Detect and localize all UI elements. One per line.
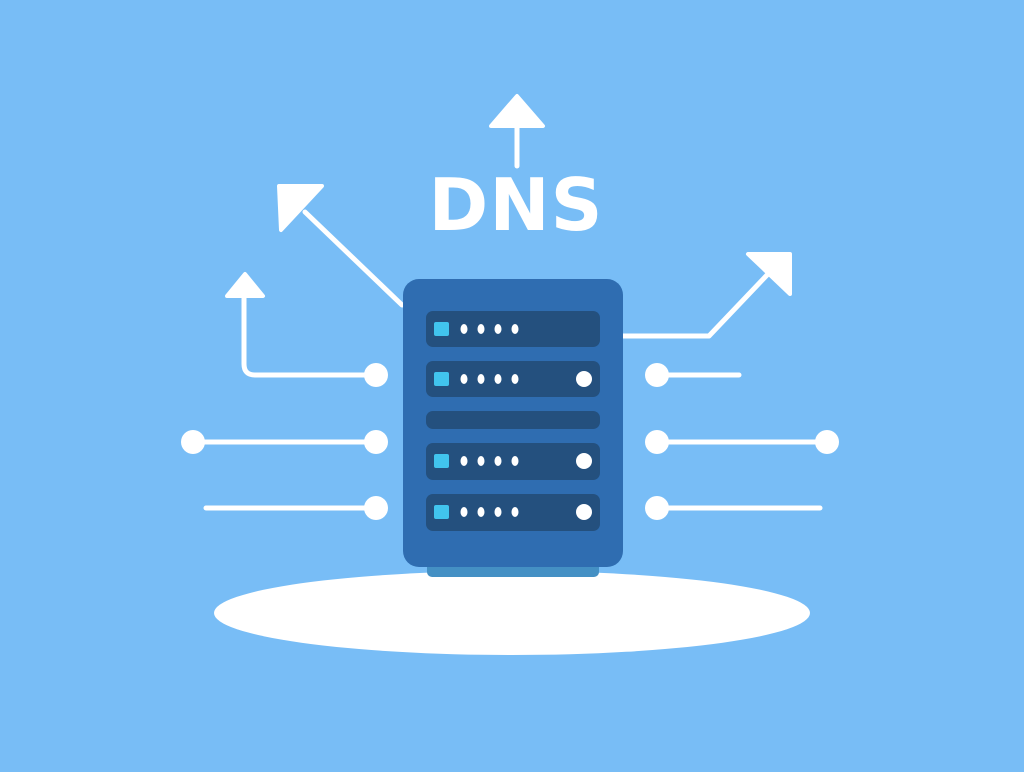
node-dot	[815, 430, 839, 454]
node-dot	[645, 363, 669, 387]
node-dot	[181, 430, 205, 454]
server-slot	[426, 311, 600, 347]
left-connectors	[181, 430, 388, 520]
server-slot	[426, 494, 600, 531]
arrow-up-icon	[489, 94, 545, 169]
server-slot	[426, 361, 600, 397]
server-slot	[426, 443, 600, 480]
arrow-up-left-icon	[277, 184, 405, 308]
status-light	[576, 371, 592, 387]
status-light	[576, 453, 592, 469]
node-dot	[364, 430, 388, 454]
arrow-elbow-left-icon	[225, 272, 388, 387]
right-connectors	[645, 363, 839, 520]
status-light	[576, 504, 592, 520]
server-rack-icon	[403, 279, 623, 577]
ground-ellipse	[214, 571, 810, 655]
node-dot	[364, 496, 388, 520]
node-dot	[645, 496, 669, 520]
arrow-elbow-right-icon	[619, 252, 792, 339]
dns-title: DNS	[428, 163, 604, 247]
server-slot-blank	[426, 411, 600, 429]
node-dot	[645, 430, 669, 454]
